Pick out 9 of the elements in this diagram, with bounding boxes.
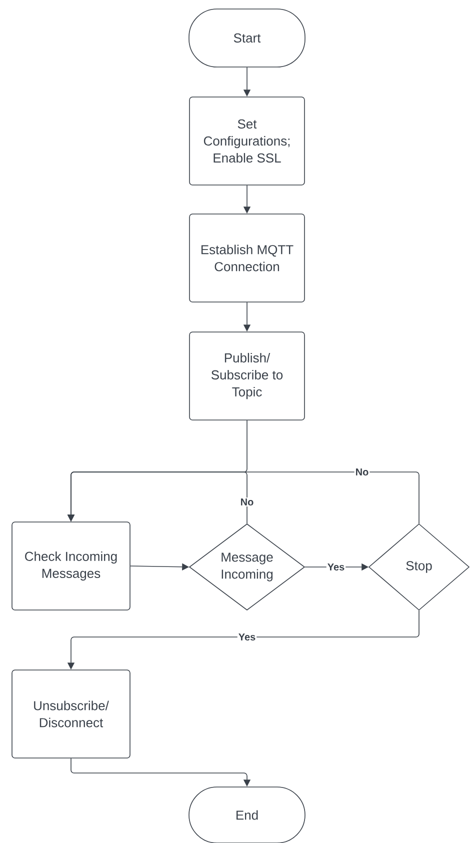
process-box: Set Configurations; Enable SSL [189,96,305,186]
process-box: Unsubscribe/ Disconnect [12,670,130,758]
edge-label: Yes [237,632,257,642]
process-box: Publish/ Subscribe to Topic [189,332,305,420]
edge-label: No [239,498,255,506]
edge-label: Yes [326,562,346,572]
edge-label: No [354,468,370,476]
process-box: Check Incoming Messages [12,522,130,610]
process-box: Establish MQTT Connection [189,214,305,302]
